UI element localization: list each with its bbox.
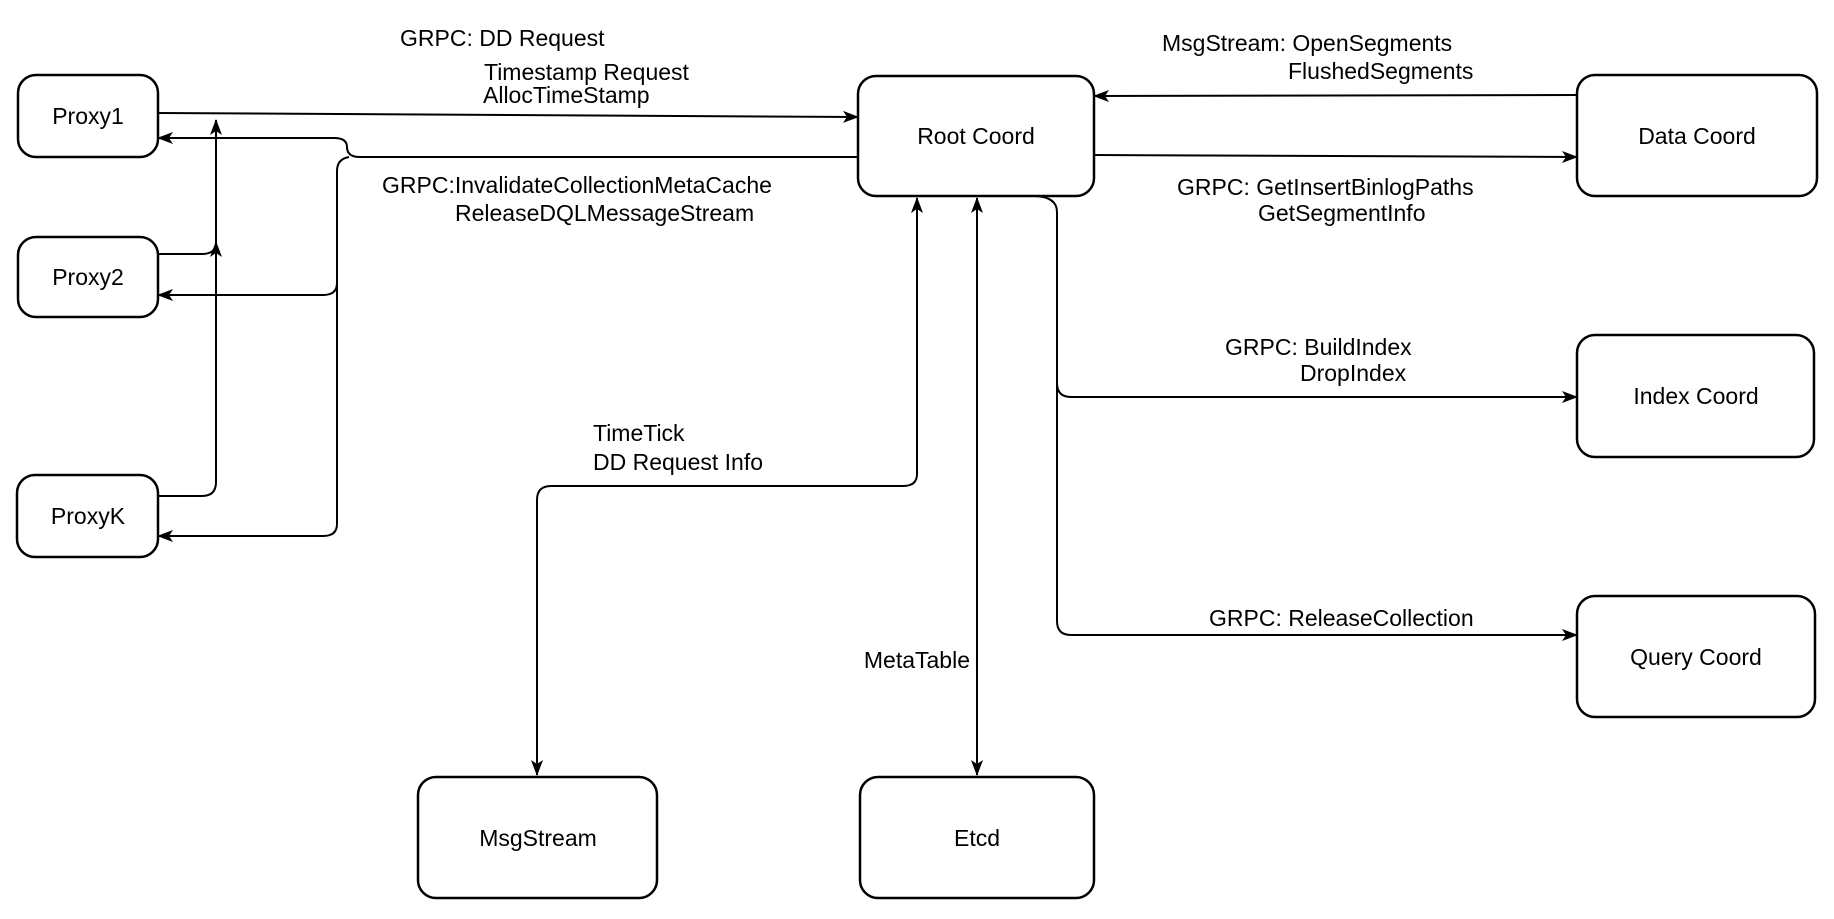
node-root-coord: Root Coord xyxy=(856,74,1096,198)
edge-root-to-proxy2 xyxy=(157,282,338,301)
node-msgstream: MsgStream xyxy=(416,775,659,900)
node-proxy2-box xyxy=(16,235,160,319)
node-etcd-label: Etcd xyxy=(954,825,1000,851)
node-msgstream-box xyxy=(416,775,659,900)
edge-data-to-root xyxy=(1093,89,1578,102)
node-query-coord: Query Coord xyxy=(1575,594,1817,719)
node-data-coord-box xyxy=(1575,73,1819,198)
edge-proxyk-trunk xyxy=(158,119,222,497)
label-root-to-data-line1: GRPC: GetInsertBinlogPaths xyxy=(1177,174,1474,200)
label-proxy-to-root-line3: AllocTimeStamp xyxy=(483,82,650,108)
node-root-coord-box xyxy=(856,74,1096,198)
label-data-to-root-line1: MsgStream: OpenSegments xyxy=(1162,30,1452,56)
label-root-to-index-line1: GRPC: BuildIndex xyxy=(1225,334,1412,360)
node-proxy1: Proxy1 xyxy=(16,73,160,159)
label-root-to-msgstream-line1: TimeTick xyxy=(593,420,685,446)
node-proxy2-label: Proxy2 xyxy=(52,264,124,290)
node-data-coord-label: Data Coord xyxy=(1638,123,1756,149)
node-index-coord-box xyxy=(1575,333,1816,459)
edge-root-msgstream xyxy=(531,197,923,776)
node-root-coord-label: Root Coord xyxy=(917,123,1035,149)
label-data-to-root-line2: FlushedSegments xyxy=(1288,58,1473,84)
edge-root-to-proxyk xyxy=(157,156,350,542)
node-proxy2: Proxy2 xyxy=(16,235,160,319)
nodes: Proxy1 Proxy2 ProxyK Root Coord Data Coo… xyxy=(15,73,1819,900)
node-etcd: Etcd xyxy=(858,775,1096,900)
label-root-to-msgstream-line2: DD Request Info xyxy=(593,449,763,475)
node-etcd-box xyxy=(858,775,1096,900)
label-root-to-data-line2: GetSegmentInfo xyxy=(1258,200,1426,226)
node-query-coord-label: Query Coord xyxy=(1630,644,1762,670)
edges xyxy=(157,89,1578,776)
edge-proxy2-merge xyxy=(158,241,222,258)
label-root-to-proxy-line2: ReleaseDQLMessageStream xyxy=(455,200,754,226)
edge-labels: GRPC: DD Request Timestamp Request Alloc… xyxy=(382,25,1474,673)
label-root-to-etcd: MetaTable xyxy=(864,647,970,673)
edge-root-to-query xyxy=(1034,195,1578,641)
node-msgstream-label: MsgStream xyxy=(479,825,597,851)
label-proxy-to-root-line1: GRPC: DD Request xyxy=(400,25,605,51)
node-proxy1-label: Proxy1 xyxy=(52,103,124,129)
node-data-coord: Data Coord xyxy=(1575,73,1819,198)
node-query-coord-box xyxy=(1575,594,1817,719)
node-proxyk-box xyxy=(15,473,160,559)
label-root-to-query: GRPC: ReleaseCollection xyxy=(1209,605,1474,631)
label-root-to-proxy-line1: GRPC:InvalidateCollectionMetaCache xyxy=(382,172,772,198)
node-index-coord: Index Coord xyxy=(1575,333,1816,459)
edge-root-to-data xyxy=(1093,150,1578,163)
label-root-to-index-line2: DropIndex xyxy=(1300,360,1407,386)
node-index-coord-label: Index Coord xyxy=(1633,383,1758,409)
node-proxyk-label: ProxyK xyxy=(51,503,126,529)
node-proxy1-box xyxy=(16,73,160,159)
node-proxyk: ProxyK xyxy=(15,473,160,559)
label-proxy-to-root-line2: Timestamp Request xyxy=(484,59,690,85)
edge-proxy1-to-root xyxy=(157,110,859,123)
edge-root-to-index xyxy=(1056,382,1578,403)
edge-root-to-proxy1 xyxy=(157,132,858,158)
